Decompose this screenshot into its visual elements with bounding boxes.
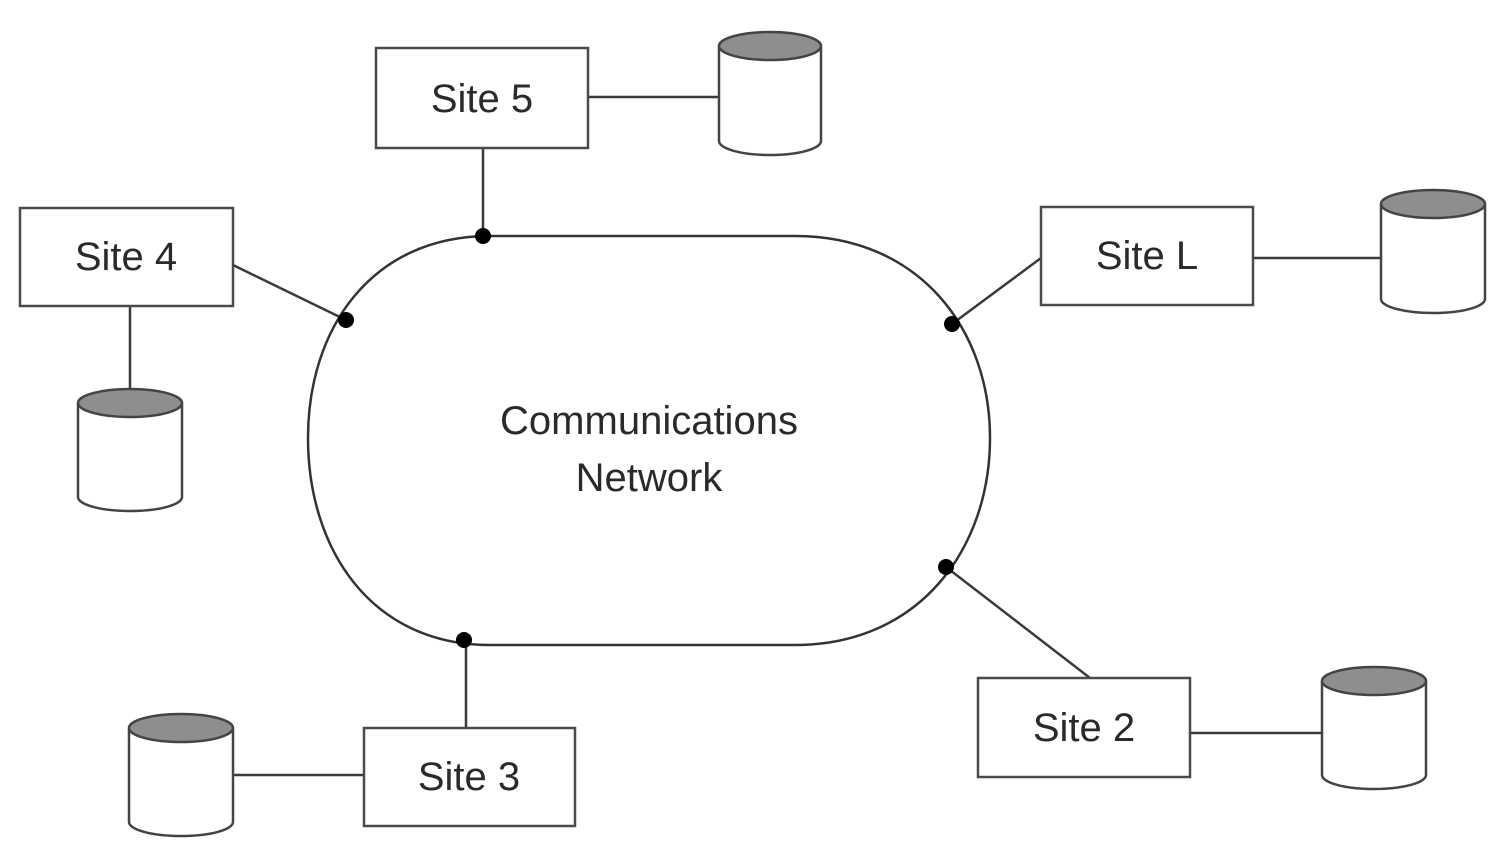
database-icon-site2 <box>1320 665 1428 791</box>
site-3-box: Site 3 <box>362 726 577 828</box>
network-node-site5 <box>475 228 491 244</box>
site-2-label: Site 2 <box>1033 706 1135 750</box>
network-node-siteL <box>944 316 960 332</box>
link-siteL-network <box>951 256 1042 326</box>
database-icon-site4 <box>76 387 184 513</box>
network-node-site4 <box>338 312 354 328</box>
link-site2-network <box>945 566 1091 679</box>
network-label-line2: Network <box>576 456 724 500</box>
network-label-line1: Communications <box>500 399 798 443</box>
site-l-box: Site L <box>1039 205 1255 307</box>
site-5-box: Site 5 <box>374 46 590 150</box>
network-node-site3 <box>456 632 472 648</box>
site-l-label: Site L <box>1096 234 1198 278</box>
site-5-label: Site 5 <box>431 77 533 121</box>
communications-network-shape <box>306 234 992 647</box>
database-icon-site5 <box>717 30 823 157</box>
link-site4-network <box>232 263 347 322</box>
site-2-box: Site 2 <box>976 676 1192 779</box>
database-icon-siteL <box>1379 188 1487 315</box>
site-4-label: Site 4 <box>75 235 177 279</box>
database-icon-site3 <box>127 712 235 838</box>
site-3-label: Site 3 <box>418 755 520 799</box>
site-4-box: Site 4 <box>18 206 235 308</box>
network-node-site2 <box>938 559 954 575</box>
